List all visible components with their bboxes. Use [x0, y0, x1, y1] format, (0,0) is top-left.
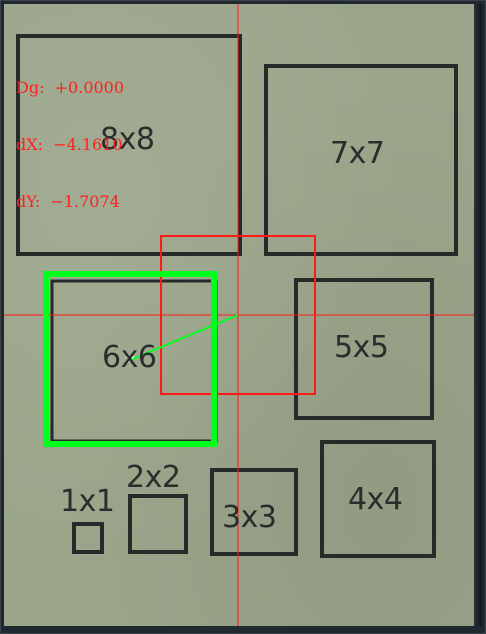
- label-8x8: 8x8: [100, 122, 155, 157]
- square-8x8: [16, 34, 242, 256]
- square-5x5: [294, 278, 434, 420]
- detected-square-highlight[interactable]: [43, 271, 217, 447]
- square-2x2: [128, 494, 188, 554]
- dg-label: Dg:: [16, 78, 45, 97]
- square-3x3: [210, 468, 298, 556]
- dy-value: −1.7074: [50, 192, 120, 211]
- label-4x4: 4x4: [348, 482, 403, 517]
- label-6x6: 6x6: [102, 340, 157, 375]
- label-3x3: 3x3: [222, 500, 277, 535]
- square-4x4: [320, 440, 436, 558]
- readout-dg: Dg: +0.0000: [16, 78, 124, 97]
- offset-vector: [129, 314, 239, 361]
- label-5x5: 5x5: [334, 330, 389, 365]
- scrollbar-edge: [474, 4, 482, 626]
- readout-dy: dY: −1.7074: [16, 192, 124, 211]
- target-center-marker: [125, 355, 135, 365]
- dx-label: dX:: [16, 135, 44, 154]
- search-region-box[interactable]: [160, 235, 316, 395]
- measurement-readout: Dg: +0.0000 dX: −4.1610 dY: −1.7074: [16, 40, 124, 249]
- readout-dx: dX: −4.1610: [16, 135, 124, 154]
- dy-label: dY:: [16, 192, 41, 211]
- label-7x7: 7x7: [330, 136, 385, 171]
- dx-value: −4.1610: [53, 135, 123, 154]
- label-2x2: 2x2: [126, 460, 181, 495]
- square-7x7: [264, 64, 458, 256]
- dg-value: +0.0000: [54, 78, 125, 97]
- camera-viewport[interactable]: 8x8 7x7 6x6 5x5 4x4 3x3 2x2 1x1 Dg: +0.0…: [4, 4, 474, 626]
- overlay-canvas: [4, 4, 474, 626]
- label-1x1: 1x1: [60, 484, 115, 519]
- square-1x1: [72, 522, 104, 554]
